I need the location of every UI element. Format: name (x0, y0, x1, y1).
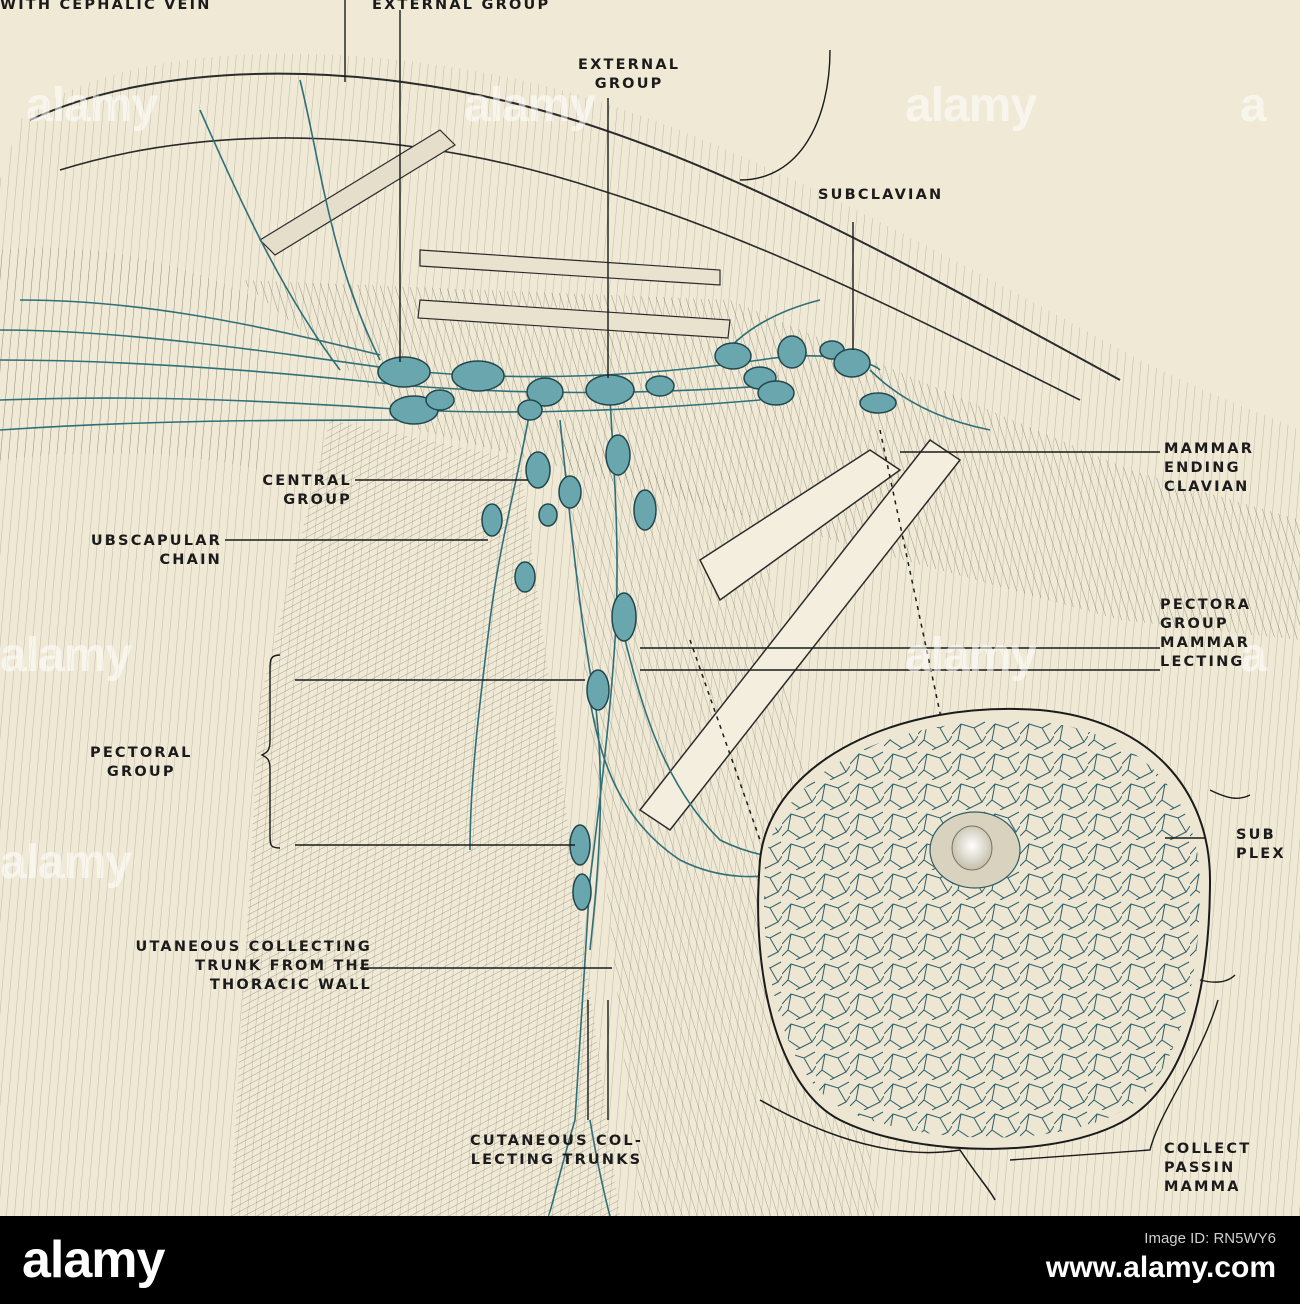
watermark: alamy (0, 629, 132, 682)
watermark: alamy (26, 79, 158, 132)
label-subclavian: SUBCLAVIAN (818, 187, 944, 203)
label-cephalic-vein: WITH CEPHALIC VEIN (0, 0, 212, 13)
image-meta: Image ID: RN5WY6 www.alamy.com (1046, 1230, 1276, 1285)
lymph-nodes (377, 335, 897, 911)
label-cutaneous-collecting-trunk: UTANEOUS COLLECTING TRUNK FROM THE THORA… (135, 939, 372, 993)
anatomical-illustration: alamy alamy alamy alamy alamy a alamy a … (0, 0, 1300, 1216)
footer-bar: alamy Image ID: RN5WY6 www.alamy.com (0, 1216, 1300, 1304)
watermark: alamy (905, 629, 1037, 682)
label-external-group-top: EXTERNAL GROUP (372, 0, 551, 13)
thoracic-wall-muscles (230, 420, 620, 1216)
brand-logo: alamy (22, 1231, 165, 1289)
watermark: alamy (905, 79, 1037, 132)
leader-lines (225, 0, 1251, 1161)
site-url: www.alamy.com (1045, 1251, 1276, 1284)
image-id: Image ID: RN5WY6 (1144, 1230, 1276, 1247)
label-collecting-passing: COLLECT PASSIN MAMMA (1164, 1141, 1252, 1195)
label-central-group: CENTRAL GROUP (262, 473, 352, 508)
label-external-group: EXTERNAL GROUP (578, 57, 681, 92)
watermark: alamy (464, 79, 596, 132)
pectoral-muscle (240, 280, 1300, 640)
watermark: a (1240, 79, 1267, 132)
upper-arm (0, 247, 260, 470)
label-pectoral-group: PECTORAL GROUP (90, 745, 193, 780)
label-subscapular-chain: UBSCAPULAR CHAIN (90, 533, 222, 568)
label-cutaneous-collecting-trunks: CUTANEOUS COL- LECTING TRUNKS (470, 1133, 644, 1168)
illustration-drawing (0, 0, 1300, 1216)
label-pectoral-right: PECTORA GROUP MAMMAR LECTING (1160, 597, 1252, 670)
breast (757, 708, 1212, 1201)
label-mammary-ending: MAMMAR ENDING CLAVIAN (1164, 441, 1255, 495)
label-subareolar-plexus: SUB PLEX (1236, 827, 1286, 862)
watermark: alamy (0, 836, 132, 889)
watermark: a (1240, 629, 1267, 682)
